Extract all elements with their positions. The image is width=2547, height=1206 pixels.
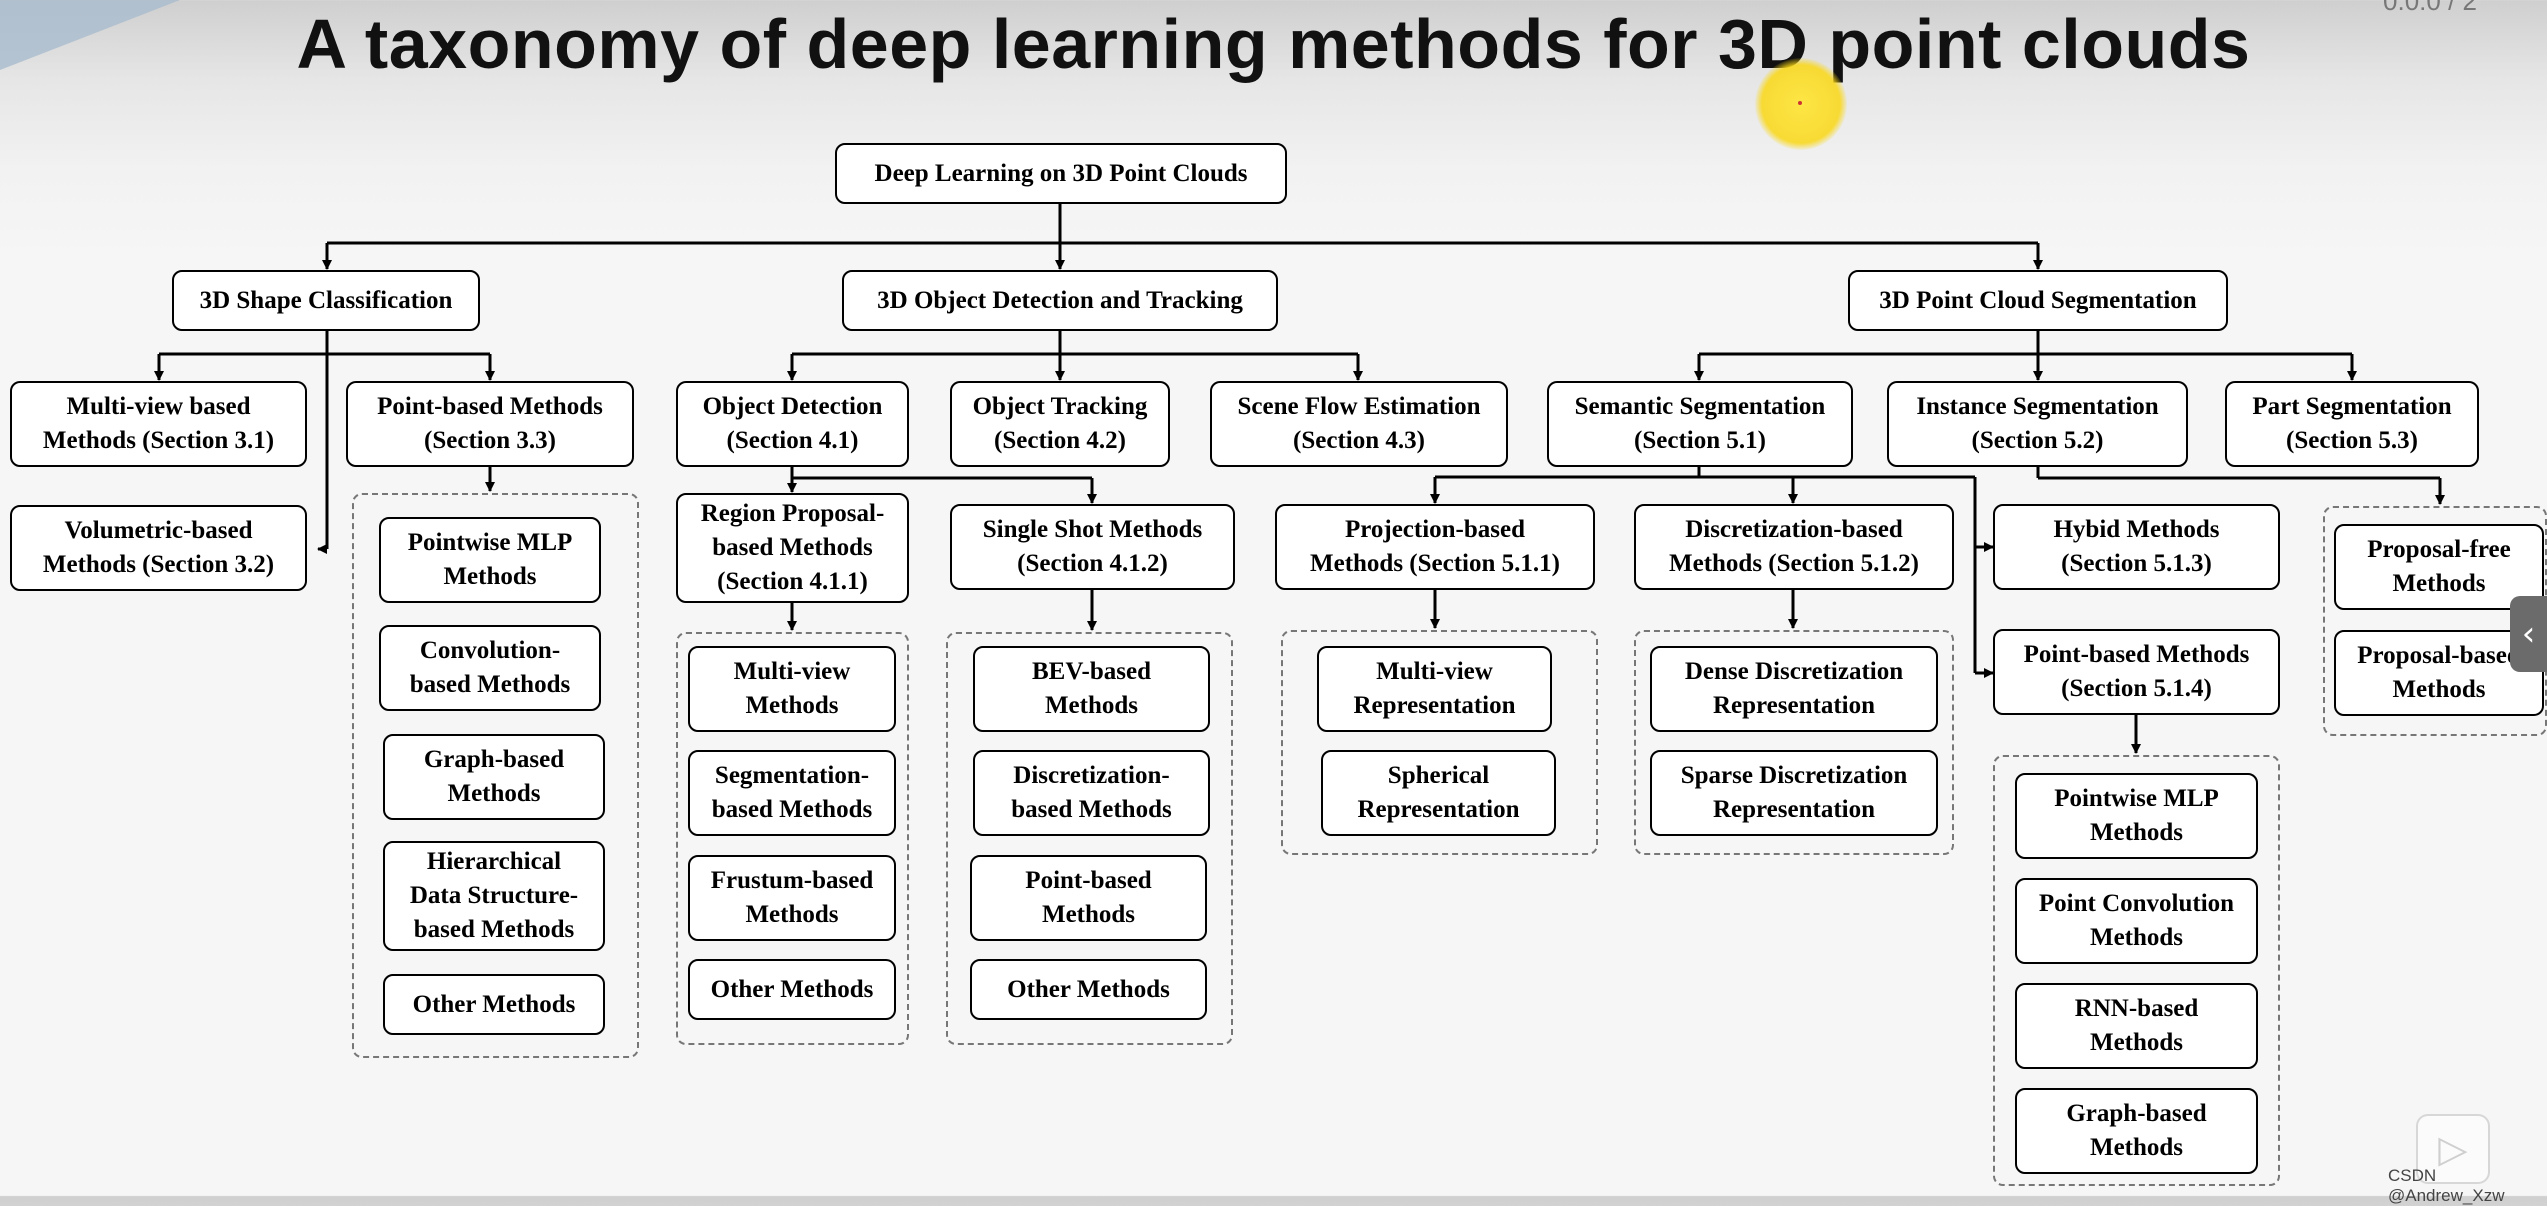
seg-graph-node: Graph-based Methods — [2015, 1088, 2258, 1174]
semantic-segmentation-node: Semantic Segmentation (Section 5.1) — [1547, 381, 1853, 467]
instance-segmentation-node: Instance Segmentation (Section 5.2) — [1887, 381, 2188, 467]
spherical-representation-node: Spherical Representation — [1321, 750, 1556, 836]
discretization-based-node: Discretization-based Methods (Section 5.… — [1634, 504, 1954, 590]
shape-classification-node: 3D Shape Classification — [172, 270, 480, 331]
ss-other-node: Other Methods — [970, 959, 1207, 1020]
ss-bev-node: BEV-based Methods — [973, 646, 1210, 732]
discretization-based-group — [1634, 630, 1954, 855]
rp-multi-view-node: Multi-view Methods — [688, 646, 896, 732]
point-cloud-segmentation-node: 3D Point Cloud Segmentation — [1848, 270, 2228, 331]
point-based-methods-group — [352, 493, 639, 1058]
video-player-button[interactable]: ▷ — [2416, 1114, 2490, 1184]
seg-pointwise-mlp-node: Pointwise MLP Methods — [2015, 773, 2258, 859]
object-detection-tracking-node: 3D Object Detection and Tracking — [842, 270, 1278, 331]
seg-point-convolution-node: Point Convolution Methods — [2015, 878, 2258, 964]
region-proposal-methods-group — [676, 632, 909, 1045]
seg-point-based-group — [1993, 755, 2280, 1186]
multi-view-methods-node: Multi-view based Methods (Section 3.1) — [10, 381, 307, 467]
rp-segmentation-node: Segmentation- based Methods — [688, 750, 896, 836]
side-panel-tab[interactable]: ‹ — [2510, 596, 2547, 672]
projection-based-group — [1281, 630, 1598, 855]
multi-view-representation-node: Multi-view Representation — [1317, 646, 1552, 732]
ss-point-node: Point-based Methods — [970, 855, 1207, 941]
object-tracking-node: Object Tracking (Section 4.2) — [950, 381, 1170, 467]
graph-based-node: Graph-based Methods — [383, 734, 605, 820]
other-methods-node: Other Methods — [383, 974, 605, 1035]
volumetric-methods-node: Volumetric-based Methods (Section 3.2) — [10, 505, 307, 591]
watermark: CSDN @Andrew_Xzw — [2388, 1166, 2505, 1205]
proposal-based-node: Proposal-based Methods — [2334, 630, 2544, 716]
top-right-caption: 0.0:0 / 2 — [2383, 0, 2477, 16]
sparse-discretization-node: Sparse Discretization Representation — [1650, 750, 1938, 836]
root-node: Deep Learning on 3D Point Clouds — [835, 143, 1287, 204]
ss-discretization-node: Discretization- based Methods — [973, 750, 1210, 836]
proposal-free-node: Proposal-free Methods — [2334, 524, 2544, 610]
pointwise-mlp-node: Pointwise MLP Methods — [379, 517, 601, 603]
dense-discretization-node: Dense Discretization Representation — [1650, 646, 1938, 732]
slide-corner-decoration — [0, 0, 180, 70]
point-based-methods-node: Point-based Methods (Section 3.3) — [346, 381, 634, 467]
scene-flow-node: Scene Flow Estimation (Section 4.3) — [1210, 381, 1508, 467]
seg-rnn-node: RNN-based Methods — [2015, 983, 2258, 1069]
rp-frustum-node: Frustum-based Methods — [688, 855, 896, 941]
rp-other-node: Other Methods — [688, 959, 896, 1020]
part-segmentation-node: Part Segmentation (Section 5.3) — [2225, 381, 2479, 467]
single-shot-methods-group — [946, 632, 1233, 1045]
chevron-left-icon: ‹ — [2521, 614, 2536, 654]
region-proposal-node: Region Proposal- based Methods (Section … — [676, 493, 909, 603]
hybrid-methods-node: Hybid Methods (Section 5.1.3) — [1993, 504, 2280, 590]
single-shot-node: Single Shot Methods (Section 4.1.2) — [950, 504, 1235, 590]
seg-point-based-node: Point-based Methods (Section 5.1.4) — [1993, 629, 2280, 715]
object-detection-node: Object Detection (Section 4.1) — [676, 381, 909, 467]
projection-based-node: Projection-based Methods (Section 5.1.1) — [1275, 504, 1595, 590]
slide-title: A taxonomy of deep learning methods for … — [296, 5, 2251, 83]
convolution-based-node: Convolution- based Methods — [379, 625, 601, 711]
hierarchical-node: Hierarchical Data Structure- based Metho… — [383, 841, 605, 951]
play-icon: ▷ — [2438, 1127, 2468, 1171]
pointer-dot — [1798, 101, 1802, 105]
